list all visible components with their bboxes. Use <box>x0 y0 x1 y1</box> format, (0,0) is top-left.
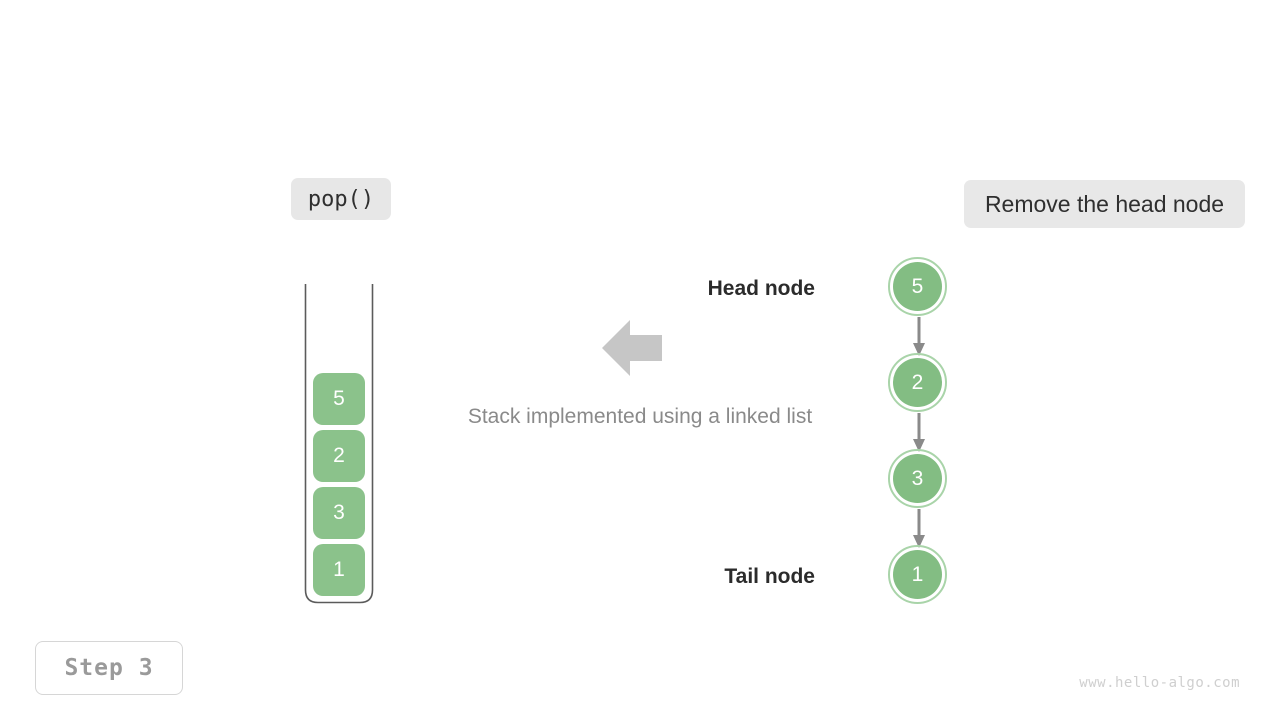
watermark: www.hello-algo.com <box>1079 675 1240 691</box>
step-indicator: Step 3 <box>35 641 183 695</box>
node-ring <box>888 449 947 508</box>
head-node-label: Head node <box>707 277 815 300</box>
node-ring <box>888 257 947 316</box>
node-value: 2 <box>893 358 942 407</box>
tail-node-label: Tail node <box>724 565 815 588</box>
action-description-badge: Remove the head node <box>964 180 1245 228</box>
diagram-caption: Stack implemented using a linked list <box>467 405 813 428</box>
node-value: 5 <box>893 262 942 311</box>
linked-list: 5 2 3 <box>888 257 952 611</box>
arrow-left-icon <box>602 318 662 378</box>
list-node: 5 <box>888 257 951 320</box>
array-stack: 1 3 2 5 <box>304 284 374 604</box>
arrow-down-icon <box>912 413 926 453</box>
node-value: 3 <box>893 454 942 503</box>
node-value: 1 <box>893 550 942 599</box>
node-ring <box>888 545 947 604</box>
stack-cell: 3 <box>313 487 365 539</box>
stack-container-outline <box>304 284 374 604</box>
arrow-down-icon <box>912 317 926 357</box>
arrow-down-icon <box>912 509 926 549</box>
list-node: 1 <box>888 545 951 608</box>
stack-cell-list: 1 3 2 5 <box>313 373 365 596</box>
stack-cell: 1 <box>313 544 365 596</box>
list-node: 2 <box>888 353 951 416</box>
stack-cell: 2 <box>313 430 365 482</box>
stack-cell: 5 <box>313 373 365 425</box>
operation-badge: pop() <box>291 178 391 220</box>
list-node: 3 <box>888 449 951 512</box>
node-ring <box>888 353 947 412</box>
